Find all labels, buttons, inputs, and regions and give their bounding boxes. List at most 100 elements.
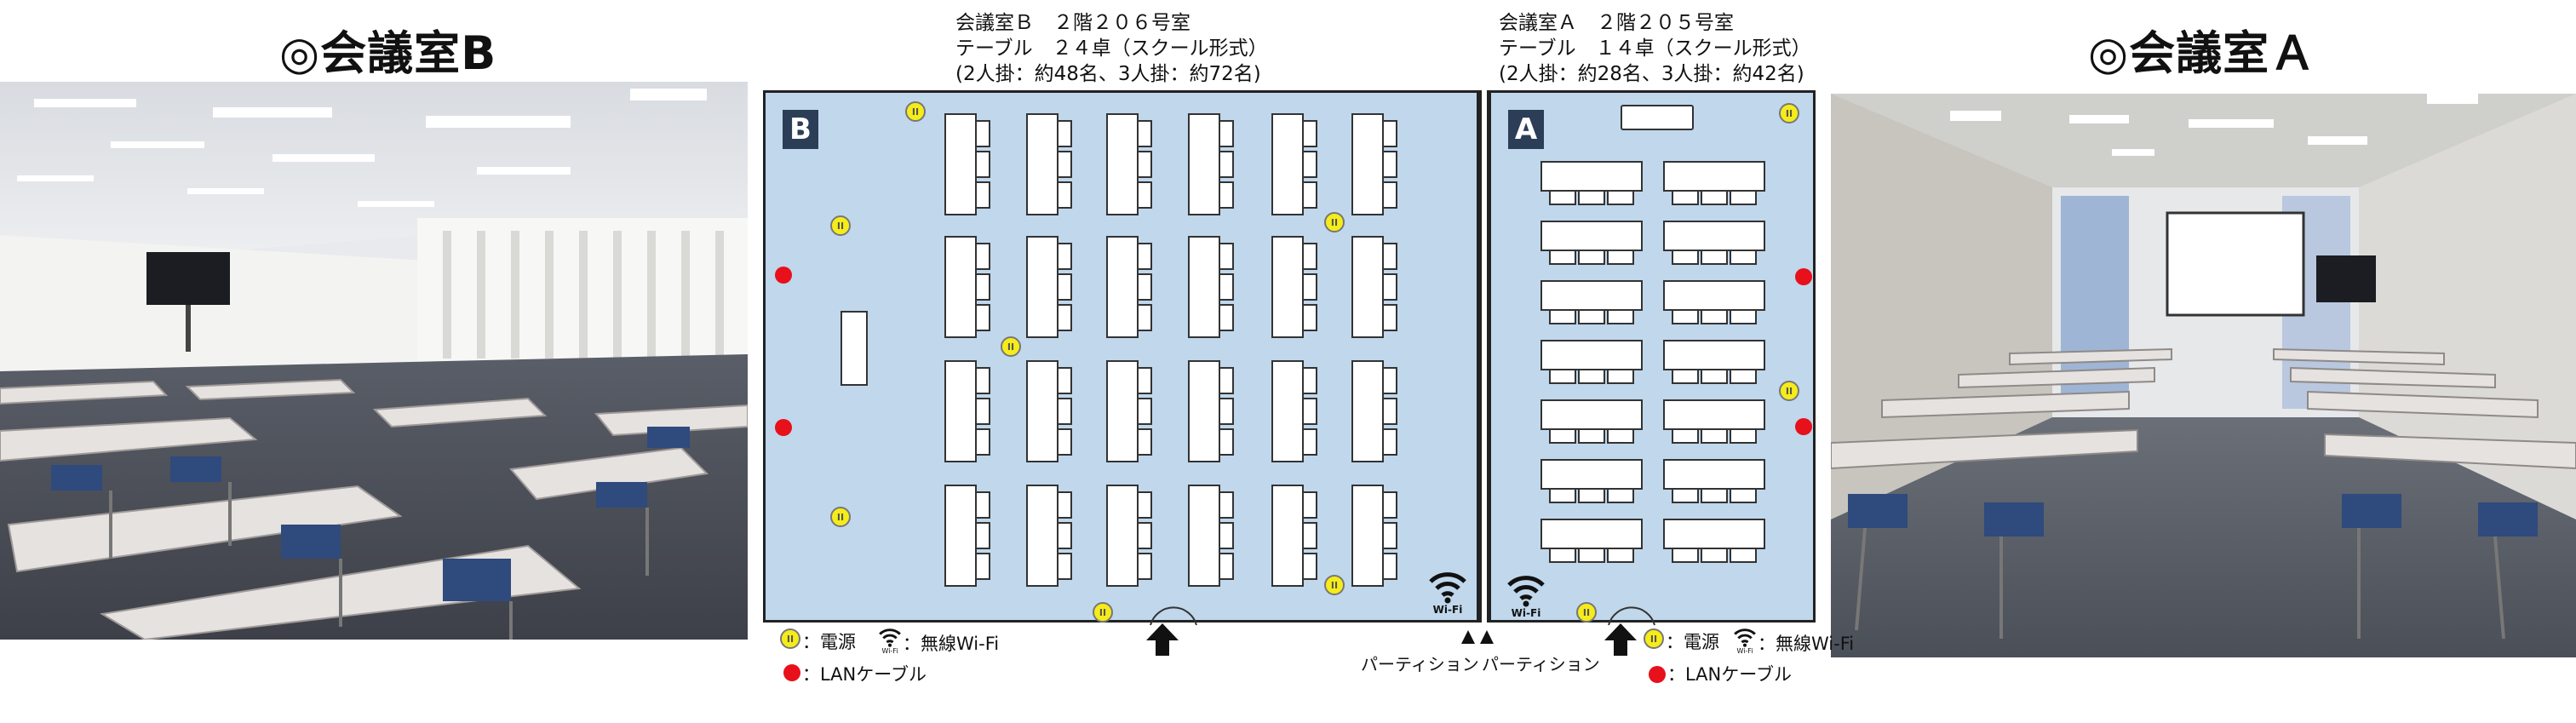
lan-port-icon <box>1795 268 1812 285</box>
chair <box>1057 491 1072 519</box>
chair <box>1302 398 1317 425</box>
room-a-photo <box>1831 94 2576 657</box>
chair <box>975 428 990 456</box>
chair <box>1219 428 1234 456</box>
chair <box>1057 120 1072 147</box>
chair <box>1137 151 1152 178</box>
room-b-info: 会議室Ｂ ２階２０６号室 テーブル ２４卓（スクール形式） (2人掛：約48名、… <box>955 10 1268 87</box>
chair <box>1549 309 1576 324</box>
chair <box>1137 304 1152 331</box>
chair <box>1672 369 1699 384</box>
power-outlet-icon: II <box>1324 575 1345 595</box>
room-a-title: ◎会議室Ａ <box>2088 26 2317 80</box>
room-a-tables: テーブル １４卓（スクール形式） <box>1499 37 1811 60</box>
chair <box>1607 369 1634 384</box>
chair <box>1137 367 1152 394</box>
chair <box>1137 243 1152 270</box>
chair <box>1382 522 1397 549</box>
chair <box>1057 273 1072 301</box>
chair <box>1302 181 1317 209</box>
desk <box>1106 360 1139 462</box>
desk <box>1271 236 1304 338</box>
chair <box>1549 369 1576 384</box>
legend-wifi-icon: Wi-Fi <box>1732 625 1758 655</box>
chair <box>1302 304 1317 331</box>
chair <box>1549 488 1576 503</box>
desk <box>1106 236 1139 338</box>
power-outlet-icon: II <box>1324 212 1345 232</box>
desk <box>1663 399 1765 430</box>
chair <box>1672 309 1699 324</box>
chair <box>975 367 990 394</box>
room-b-tables: テーブル ２４卓（スクール形式） <box>955 37 1268 60</box>
desk <box>1351 236 1384 338</box>
chair <box>1137 120 1152 147</box>
chair <box>975 120 990 147</box>
chair <box>1137 181 1152 209</box>
legend-wifi-small: Wi-Fi <box>881 647 898 655</box>
chair <box>1219 273 1234 301</box>
desk <box>1026 360 1059 462</box>
chair <box>1549 250 1576 265</box>
chair <box>1701 190 1728 205</box>
wifi-icon: Wi-Fi <box>1505 570 1547 621</box>
room-b-floor-plan: B II II II II II II II Wi-Fi <box>763 90 1482 626</box>
room-b-photo <box>0 82 748 640</box>
desk <box>1188 485 1220 587</box>
desk <box>1271 485 1304 587</box>
chair <box>1137 398 1152 425</box>
chair <box>1607 190 1634 205</box>
chair <box>1730 428 1757 444</box>
chair <box>975 243 990 270</box>
chair <box>1730 250 1757 265</box>
desk <box>1351 113 1384 215</box>
legend-lan-icon <box>1649 666 1666 683</box>
chair <box>1701 369 1728 384</box>
lan-port-icon <box>775 419 792 436</box>
chair <box>1302 151 1317 178</box>
chair <box>1057 304 1072 331</box>
legend-power-icon: II <box>1644 628 1664 649</box>
chair <box>1219 304 1234 331</box>
desk <box>1540 280 1643 311</box>
chair <box>975 151 990 178</box>
power-outlet-icon: II <box>1576 602 1597 623</box>
chair <box>1219 553 1234 580</box>
chair <box>1057 428 1072 456</box>
partition-marker-icon <box>1461 630 1499 646</box>
chair <box>1057 151 1072 178</box>
chair <box>1137 553 1152 580</box>
chair <box>1302 243 1317 270</box>
lan-port-icon <box>1795 418 1812 435</box>
chair <box>1219 522 1234 549</box>
chair <box>1382 553 1397 580</box>
chair <box>1730 369 1757 384</box>
chair <box>975 181 990 209</box>
power-outlet-icon: II <box>905 101 926 122</box>
chair <box>1607 309 1634 324</box>
entrance-arrow-icon <box>1145 622 1180 657</box>
desk <box>1026 236 1059 338</box>
chair <box>1382 304 1397 331</box>
legend-wifi-label: ：無線Wi-Fi <box>903 634 1000 654</box>
legend-power-icon: II <box>780 628 800 649</box>
room-a-floor-plan: A II II II Wi-Fi <box>1489 90 1816 626</box>
chair <box>1137 522 1152 549</box>
side-table <box>840 311 868 386</box>
desk <box>1663 221 1765 251</box>
chair <box>1057 398 1072 425</box>
room-a-desks <box>1491 93 1813 620</box>
chair <box>1578 250 1605 265</box>
chair <box>1137 428 1152 456</box>
power-outlet-icon: II <box>830 215 851 236</box>
chair <box>1701 309 1728 324</box>
chair <box>1057 553 1072 580</box>
chair <box>1302 120 1317 147</box>
chair <box>1672 548 1699 563</box>
chair <box>1219 243 1234 270</box>
chair <box>1219 151 1234 178</box>
chair <box>1057 522 1072 549</box>
chair <box>1219 181 1234 209</box>
desk <box>1663 340 1765 370</box>
desk <box>1026 485 1059 587</box>
